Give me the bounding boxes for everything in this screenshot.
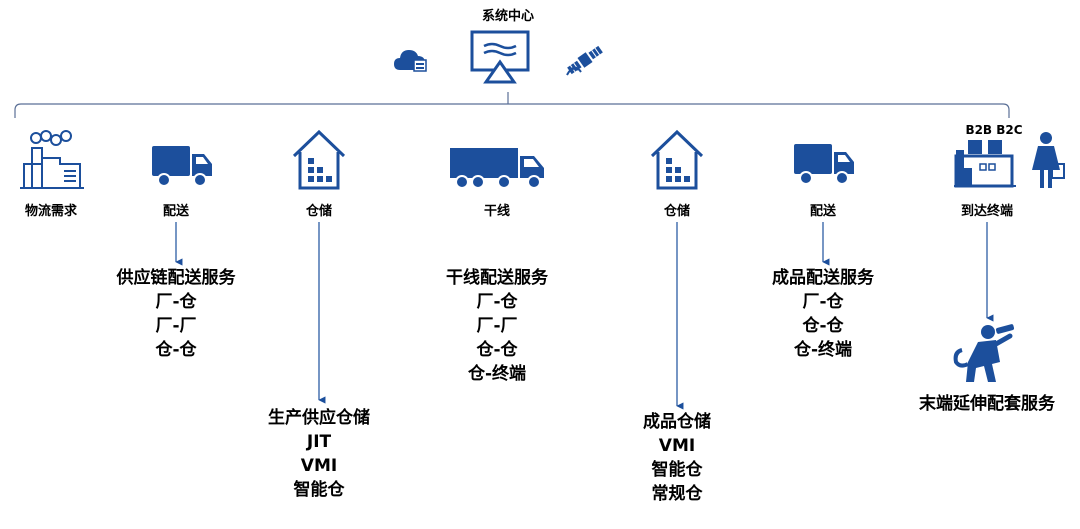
- service-line: 成品配送服务: [772, 268, 874, 288]
- node-label-delivery1: 配送: [162, 204, 190, 219]
- system-center-label: 系统中心: [481, 9, 535, 24]
- service-finished-delivery: 成品配送服务 厂-仓 仓-仓 仓-终端: [772, 266, 874, 362]
- service-line: JIT: [306, 432, 332, 452]
- service-line: 仓-仓: [802, 316, 844, 336]
- store-icon: [954, 140, 1016, 188]
- service-line: 仓-仓: [476, 340, 518, 360]
- service-last-mile: 末端延伸配套服务: [919, 392, 1055, 416]
- service-production: 生产供应仓储 JIT VMI 智能仓: [268, 406, 370, 502]
- service-line: 仓-终端: [467, 364, 527, 384]
- top-bracket: [14, 103, 1010, 118]
- shopper-icon: [1032, 132, 1065, 188]
- satellite-icon: [566, 45, 603, 76]
- cloud-truck-icon: [394, 50, 427, 72]
- service-line: 厂-仓: [155, 292, 197, 312]
- service-line: 智能仓: [293, 480, 345, 500]
- node-label-trunk: 干线: [483, 204, 511, 219]
- service-line: 常规仓: [651, 484, 703, 504]
- factory-icon: [20, 130, 84, 189]
- service-line: 干线配送服务: [446, 268, 548, 288]
- monitor-icon: [470, 30, 530, 84]
- semi-truck-icon: [450, 148, 544, 189]
- service-line: 成品仓储: [643, 412, 711, 432]
- service-line: 智能仓: [651, 460, 703, 480]
- service-line: 厂-厂: [155, 316, 197, 336]
- node-label-storage2: 仓储: [663, 204, 691, 219]
- b2b-b2c-tag: B2B B2C: [965, 123, 1023, 137]
- warehouse-icon: [650, 129, 704, 190]
- service-trunk: 干线配送服务 厂-仓 厂-厂 仓-仓 仓-终端: [446, 266, 548, 386]
- service-line: 仓-终端: [793, 340, 853, 360]
- node-label-storage1: 仓储: [305, 204, 333, 219]
- truck-icon: [152, 146, 212, 187]
- service-line: 生产供应仓储: [268, 408, 370, 428]
- worker-icon: [953, 324, 1015, 382]
- service-line: 厂-仓: [802, 292, 844, 312]
- truck-icon: [794, 144, 854, 185]
- service-line: VMI: [658, 436, 696, 456]
- node-label-demand: 物流需求: [24, 204, 78, 219]
- service-line: VMI: [300, 456, 338, 476]
- node-label-delivery2: 配送: [809, 204, 837, 219]
- service-line: 厂-厂: [476, 316, 518, 336]
- service-finished-storage: 成品仓储 VMI 智能仓 常规仓: [643, 410, 711, 506]
- service-supply-chain: 供应链配送服务 厂-仓 厂-厂 仓-仓: [117, 266, 236, 362]
- node-label-terminal: 到达终端: [960, 204, 1014, 219]
- service-line: 厂-仓: [476, 292, 518, 312]
- service-line: 供应链配送服务: [116, 268, 236, 288]
- service-line: 仓-仓: [155, 340, 197, 360]
- warehouse-icon: [292, 129, 346, 190]
- service-line: 末端延伸配套服务: [919, 394, 1055, 414]
